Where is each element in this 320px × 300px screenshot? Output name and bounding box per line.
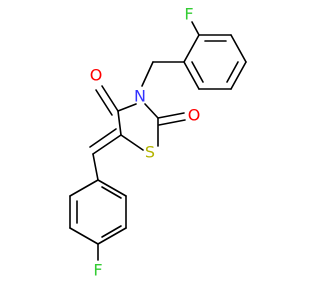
bond	[230, 34, 247, 63]
sulfur-atom-label: S	[145, 143, 155, 162]
nitrogen-atom-label: N	[134, 87, 146, 106]
bond	[141, 61, 154, 87]
bond	[92, 153, 99, 181]
bond	[183, 34, 200, 63]
bond	[120, 134, 144, 151]
bond	[158, 119, 186, 126]
bond	[97, 179, 127, 197]
bond	[101, 85, 119, 112]
bond	[69, 227, 99, 245]
bond	[191, 21, 200, 36]
fluorophenyl-ring-bottom	[69, 179, 127, 261]
bond	[89, 128, 117, 148]
fluorine-atom-label: F	[184, 5, 193, 24]
fluorophenyl-ring-top	[183, 21, 247, 90]
bond	[183, 61, 200, 90]
bond	[95, 89, 113, 116]
bond	[92, 134, 122, 155]
bond	[69, 179, 99, 197]
bond	[226, 61, 239, 83]
oxygen-atom-label: O	[90, 66, 103, 85]
chemical-structure-diagram: F N O O S F	[69, 5, 247, 280]
bond	[157, 112, 185, 119]
bond	[117, 110, 122, 136]
bond	[230, 61, 247, 90]
bond	[97, 227, 127, 245]
bond	[101, 186, 122, 199]
bond	[144, 103, 159, 119]
bond	[101, 225, 122, 238]
bond	[191, 61, 204, 83]
thiazolidinedione-ring	[95, 85, 186, 151]
oxygen-atom-label: O	[188, 106, 201, 125]
bond	[117, 103, 137, 112]
fluorine-atom-label: F	[93, 261, 102, 280]
